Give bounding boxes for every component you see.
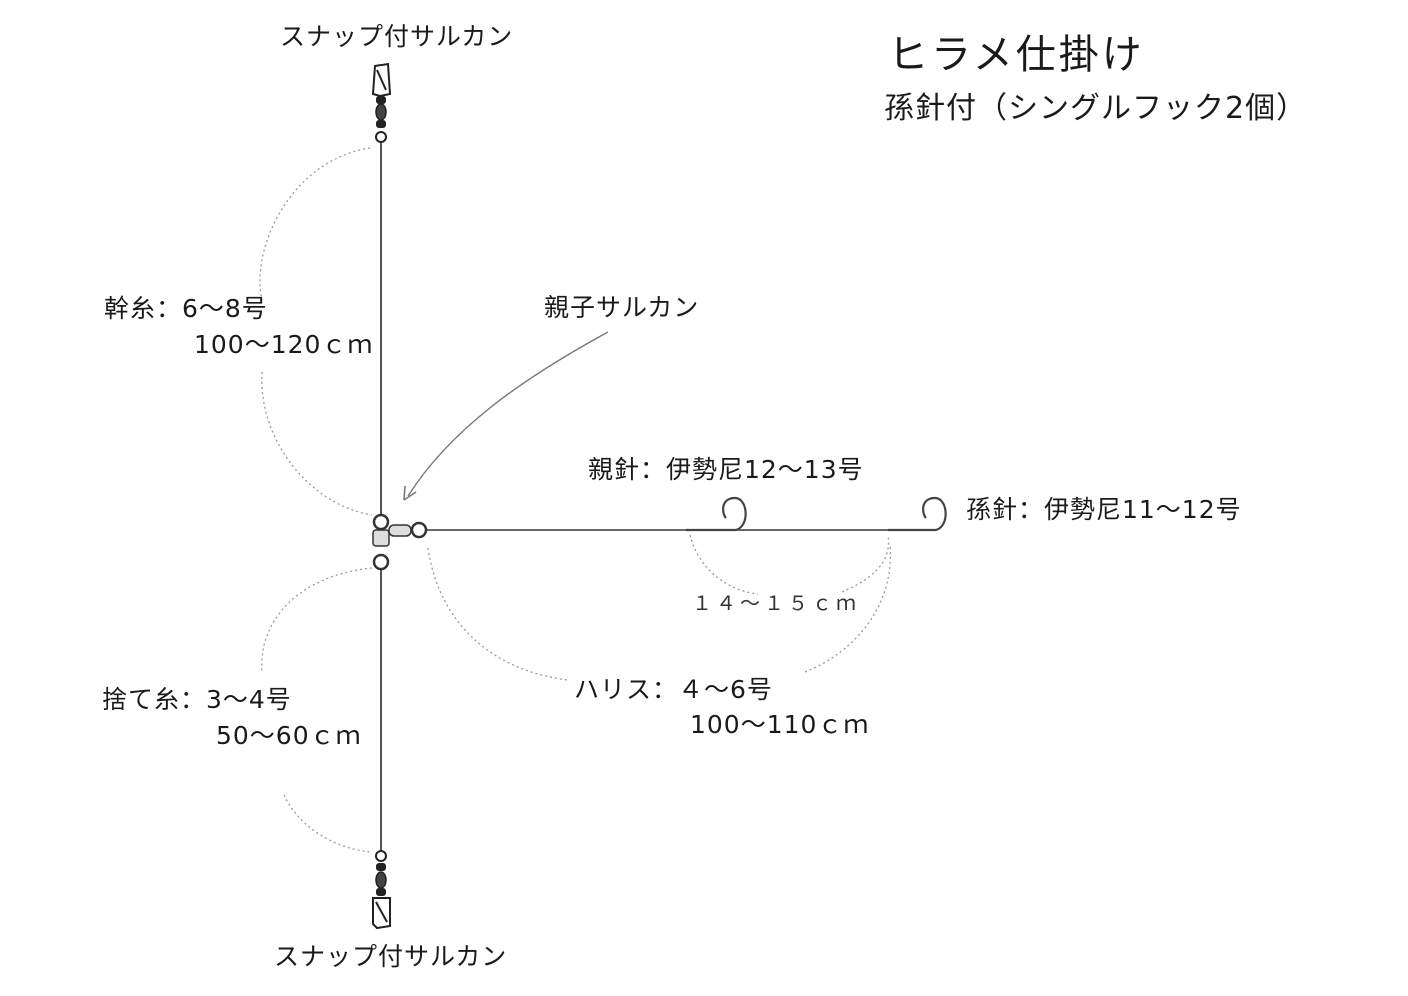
diagram-subtitle: 孫針付（シングルフック2個） — [884, 91, 1308, 126]
swivel-pointer-arrow — [407, 331, 609, 497]
snap-swivel-bottom-label: スナップ付サルカン — [274, 942, 508, 971]
mainline-length-label: 100～120ｃｍ — [194, 330, 374, 359]
sinker-line-spec-label: 捨て糸：3～4号 — [102, 685, 292, 714]
snap-swivel-top — [371, 62, 392, 143]
main-hook-label: 親針：伊勢尼12～13号 — [588, 455, 864, 484]
trailer-hook — [888, 496, 947, 532]
leader-dimension-arc-right — [804, 544, 892, 673]
sinker-line-dimension-arc — [261, 567, 373, 673]
snap-swivel-top-label: スナップ付サルカン — [280, 22, 514, 51]
mainline-dimension-arc-lower — [261, 371, 373, 516]
three-way-swivel — [372, 513, 428, 571]
diagram-title: ヒラメ仕掛け — [888, 32, 1145, 78]
leader-dimension-arc — [427, 547, 569, 681]
sinker-line-length-label: 50～60ｃｍ — [216, 721, 362, 750]
hook-gap-dimension-arc-right — [841, 534, 890, 593]
snap-swivel-bottom — [372, 850, 391, 930]
leader-spec-label: ハリス：４～6号 — [574, 675, 773, 704]
mainline-spec-label: 幹糸：6～8号 — [104, 294, 268, 323]
sinker-line-dimension-arc-lower — [283, 794, 373, 853]
trailer-hook-label: 孫針：伊勢尼11～12号 — [966, 495, 1242, 524]
main-hook — [686, 496, 747, 532]
swivel-pointer-arrowhead — [403, 485, 417, 501]
swivel-label: 親子サルカン — [544, 293, 700, 322]
leader-length-label: 100～110ｃｍ — [690, 710, 870, 739]
hook-gap-label: １４～１５ｃｍ — [692, 591, 860, 615]
hook-gap-dimension-arc — [689, 534, 759, 595]
mainline-dimension-arc — [259, 147, 371, 301]
